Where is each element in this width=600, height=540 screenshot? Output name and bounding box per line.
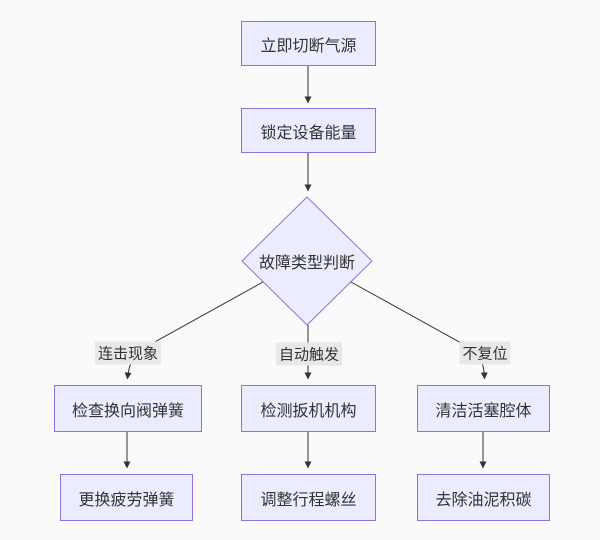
- edge-label-continuous-firing: 连击现象: [94, 341, 162, 365]
- node-check-valve-spring: 检查换向阀弹簧: [54, 385, 202, 432]
- node-adjust-screw: 调整行程螺丝: [241, 474, 376, 521]
- node-cut-gas: 立即切断气源: [241, 21, 376, 66]
- node-replace-spring: 更换疲劳弹簧: [60, 474, 193, 521]
- node-decision-label: 故障类型判断: [258, 253, 356, 272]
- node-clean-piston: 清洁活塞腔体: [417, 385, 550, 432]
- edge-label-auto-trigger: 自动触发: [275, 342, 343, 366]
- node-lock-energy: 锁定设备能量: [241, 108, 376, 153]
- edge-label-no-reset: 不复位: [459, 341, 511, 365]
- decision-diamond-shape: [241, 196, 373, 326]
- node-remove-sludge: 去除油泥积碳: [417, 474, 550, 521]
- node-check-trigger: 检测扳机机构: [241, 385, 376, 432]
